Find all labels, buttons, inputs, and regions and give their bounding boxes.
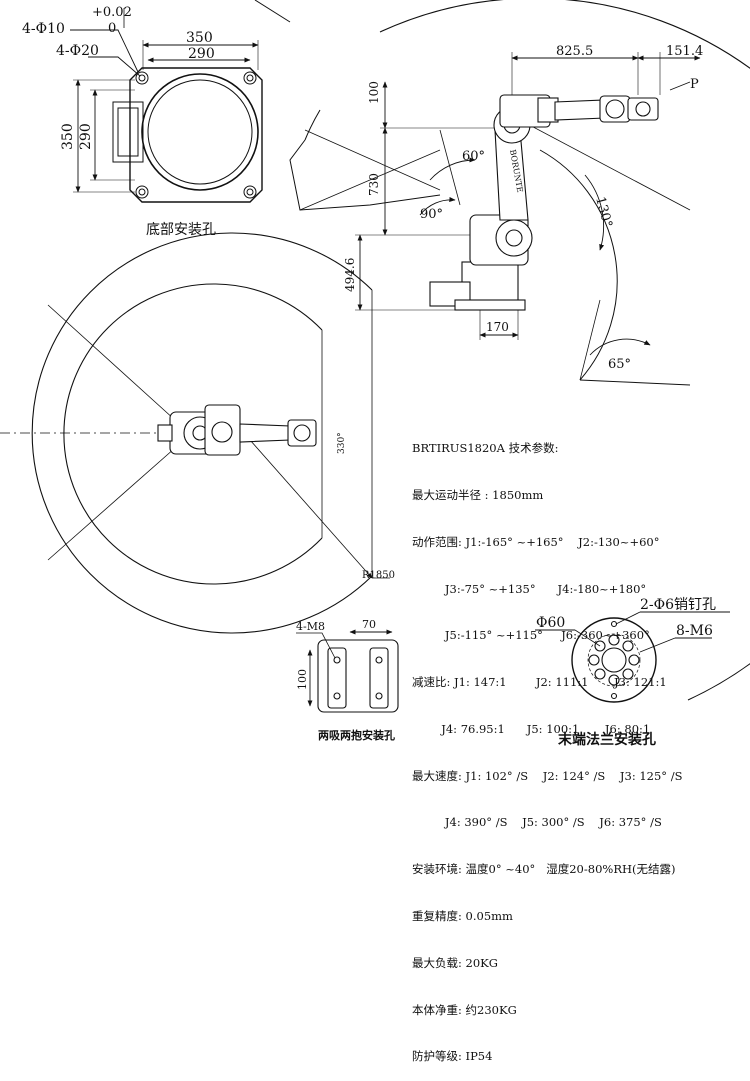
flange-threads: 8-M6 — [676, 623, 713, 639]
side-view-envelope — [254, 0, 750, 701]
angle-c: 130° — [592, 195, 615, 229]
top-view-envelope — [0, 232, 390, 634]
hole-small-tol-lower: 0 — [108, 21, 116, 36]
spec-line: J3:-75° ~+135° J4:-180~+180° — [412, 581, 647, 596]
spec-line: 重复精度: 0.05mm — [412, 909, 513, 923]
flange-pin-holes: 2-Φ6销钉孔 — [640, 597, 716, 613]
spec-block: BRTIRUS1820A 技术参数: 最大运动半径 : 1850mm 动作范围:… — [412, 410, 748, 1081]
spec-line: J4: 76.95:1 J5: 100:1 J6: 80:1 — [412, 721, 651, 736]
point-label: P — [690, 77, 699, 92]
spec-line: J5:-115° ~+115° J6:-360~+360° — [412, 628, 650, 643]
spec-line: 最大速度: J1: 102° /S J2: 124° /S J3: 125° /… — [412, 768, 683, 783]
gripper-caption: 两吸两抱安装孔 — [318, 728, 395, 742]
base-caption: 底部安装孔 — [146, 222, 216, 238]
dim-base-width: 170 — [486, 320, 509, 334]
spec-line: 本体净重: 约230KG — [412, 1002, 517, 1017]
gripper-width: 70 — [362, 618, 376, 631]
side-view-robot: BORUNTE — [429, 94, 659, 311]
spec-line: 防护等级: IP54 — [412, 1049, 493, 1064]
flange-view — [535, 611, 730, 703]
top-view-robot — [157, 404, 317, 456]
technical-drawing: 4-Φ10 +0.02 0 4-Φ20 350 290 350 290 底部安装… — [0, 0, 750, 748]
spec-line: J4: 390° /S J5: 300° /S J6: 375° /S — [412, 815, 662, 830]
dim-arm: 730 — [367, 173, 381, 196]
hole-large-label: 4-Φ20 — [56, 43, 99, 59]
flange-caption: 末端法兰安装孔 — [558, 731, 656, 748]
base-mounting-view — [70, 8, 263, 203]
spec-line: 最大负载: 20KG — [412, 955, 498, 970]
spec-line: 安装环境: 温度0° ~40° 湿度20-80%RH(无结露) — [412, 862, 676, 877]
flange-diameter: Φ60 — [536, 615, 565, 631]
base-height-inner: 290 — [78, 123, 94, 150]
hole-small-label: 4-Φ10 — [22, 21, 65, 37]
angle-a: 60° — [462, 149, 485, 164]
dim-reach: 825.5 — [556, 44, 593, 59]
spec-line: 最大运动半径 : 1850mm — [412, 487, 544, 502]
top-radius: R1850 — [362, 570, 395, 581]
top-angle: 330° — [337, 432, 347, 454]
gripper-thread: 4-M8 — [296, 620, 325, 633]
spec-line: BRTIRUS1820A 技术参数: — [412, 441, 559, 456]
dim-base-height: 494.6 — [343, 258, 357, 292]
dim-upper: 100 — [367, 81, 381, 104]
angle-d: 65° — [608, 357, 631, 372]
angle-b: 90° — [420, 207, 443, 222]
base-width-inner: 290 — [188, 46, 215, 62]
hole-small-tol-upper: +0.02 — [92, 5, 132, 20]
gripper-height: 100 — [296, 669, 309, 690]
spec-line: 减速比: J1: 147:1 J2: 111:1 J3: 121:1 — [412, 675, 667, 690]
dim-wrist: 151.4 — [666, 44, 703, 59]
base-height-outer: 350 — [60, 123, 76, 150]
base-width-outer: 350 — [186, 30, 213, 46]
gripper-mounting-view — [296, 629, 399, 713]
spec-line: 动作范围: J1:-165° ~+165° J2:-130~+60° — [412, 534, 660, 549]
